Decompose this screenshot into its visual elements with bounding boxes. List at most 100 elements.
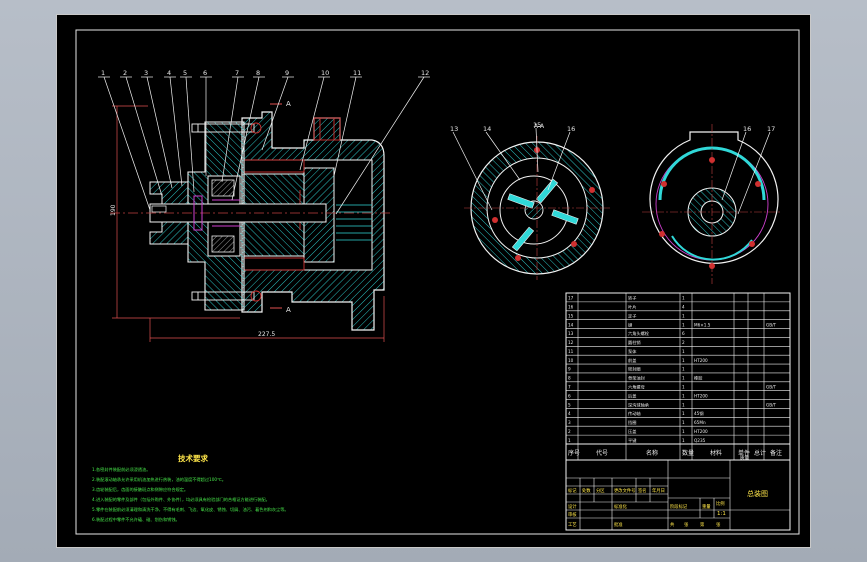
- svg-text:叶片: 叶片: [628, 304, 636, 311]
- svg-text:1: 1: [682, 313, 685, 318]
- title-block-label: 分区: [596, 487, 605, 494]
- view2-centerlines: [642, 124, 782, 284]
- tech-req-line: 1.各密封件装配前必须浸透油。: [92, 466, 150, 473]
- shaft-key: [151, 205, 167, 213]
- balloon-view1-16: 16: [567, 125, 575, 133]
- svg-text:1: 1: [682, 296, 685, 301]
- bom-header-2: 名称: [646, 449, 658, 457]
- bom-header-0: 序号: [568, 449, 580, 457]
- bom-header-6: 总计: [754, 449, 766, 457]
- technical-requirements[interactable]: 技术要求 1.各密封件装配前必须浸透油。2.装配滚动轴承允许采用机油加热进行热装…: [92, 453, 289, 523]
- svg-text:1: 1: [682, 429, 685, 434]
- view2-bolt-holes: [659, 157, 761, 269]
- title-block-label: 年月日: [652, 487, 665, 494]
- title-block[interactable]: 总装图 1:1 标记处数分区更改文件号签名年月日设计标准化阶段标记重量比例审核工…: [565, 459, 791, 531]
- drawing-name: 总装图: [747, 489, 768, 498]
- svg-text:GB/T: GB/T: [766, 322, 777, 327]
- svg-text:6: 6: [682, 331, 685, 336]
- view-label: A-A: [534, 123, 545, 130]
- svg-text:前盖: 前盖: [628, 357, 636, 364]
- tech-req-lines: 1.各密封件装配前必须浸透油。2.装配滚动轴承允许采用机油加热进行热装，油的温度…: [92, 466, 289, 523]
- bom-header-3: 数量: [682, 449, 694, 457]
- svg-text:14: 14: [568, 322, 574, 327]
- dim-horizontal: 227.5: [258, 331, 275, 338]
- section-mark-top: A: [286, 100, 291, 108]
- balloon-12: 12: [421, 69, 429, 77]
- inner-frame: [75, 29, 800, 535]
- tech-req-title: 技术要求: [178, 453, 208, 463]
- title-block-label: 共: [670, 521, 675, 528]
- svg-text:深沟球轴承: 深沟球轴承: [628, 401, 650, 408]
- rotor: [499, 175, 569, 245]
- svg-text:2: 2: [682, 340, 685, 345]
- vanes: [507, 178, 579, 252]
- title-block-label: 审核: [568, 511, 577, 518]
- balloon-leaders: [98, 76, 430, 215]
- balloon-9: 9: [285, 69, 289, 77]
- balloon-11: 11: [353, 69, 361, 77]
- title-block-label: 批准: [614, 521, 623, 528]
- svg-text:平键: 平键: [628, 437, 637, 444]
- svg-text:橡胶: 橡胶: [694, 375, 702, 382]
- title-block-label: 张: [716, 521, 721, 528]
- svg-text:1: 1: [682, 358, 685, 363]
- svg-text:1: 1: [568, 438, 571, 443]
- svg-text:1: 1: [682, 367, 685, 372]
- svg-text:骨架油封: 骨架油封: [628, 375, 645, 382]
- svg-text:M6×1.5: M6×1.5: [694, 322, 711, 327]
- title-block-label: 工艺: [568, 522, 577, 528]
- title-block-label: 处数: [582, 487, 591, 494]
- title-block-label: 标准化: [614, 503, 628, 510]
- svg-text:15: 15: [568, 313, 574, 318]
- svg-text:4: 4: [568, 411, 571, 416]
- title-block-label: 第: [700, 521, 705, 528]
- tech-req-line: 5.零件在装配前必须清理和清洗干净，不得有毛刺、飞边、氧化皮、锈蚀、切屑、油污、…: [92, 506, 289, 513]
- svg-text:后盖: 后盖: [628, 392, 636, 399]
- title-block-label: 张: [684, 521, 689, 528]
- bom-header-5: 单件: [738, 449, 750, 457]
- svg-text:4: 4: [682, 305, 685, 310]
- balloon-4: 4: [167, 69, 171, 77]
- svg-text:45钢: 45钢: [694, 410, 704, 417]
- svg-text:六角螺母: 六角螺母: [628, 384, 645, 391]
- view1-centerlines: [464, 136, 610, 280]
- tech-req-line: 6.装配过程中零件不允许磕、碰、划伤和锈蚀。: [92, 516, 180, 523]
- bom-header-cells: 序号代号名称数量材料单件总计备注质量: [568, 449, 782, 461]
- svg-text:5: 5: [568, 402, 571, 407]
- bom-header-7: 备注: [770, 449, 782, 457]
- svg-text:1: 1: [682, 402, 685, 407]
- svg-text:1: 1: [682, 322, 685, 327]
- tech-req-line: 4.进入装配的零件及部件（包括外购件、外协件），均必须具有检验部门的合格证方能进…: [92, 496, 270, 503]
- drawing-sheet[interactable]: [56, 14, 811, 548]
- title-block-label: 更改文件号: [614, 487, 635, 494]
- balloon-view1-13: 13: [450, 125, 458, 133]
- svg-text:7: 7: [568, 385, 571, 390]
- svg-text:65Mn: 65Mn: [694, 420, 706, 425]
- dim-vertical: 190: [110, 204, 117, 216]
- svg-text:6: 6: [568, 393, 571, 398]
- bearing-lower: [211, 235, 235, 253]
- svg-text:3: 3: [568, 420, 571, 425]
- svg-text:六角头螺栓: 六角头螺栓: [628, 330, 650, 337]
- svg-text:1: 1: [682, 420, 685, 425]
- bolts: [191, 122, 262, 302]
- svg-text:HT200: HT200: [694, 429, 708, 434]
- scale-value: 1:1: [717, 511, 726, 517]
- view1-leaders: [452, 127, 571, 211]
